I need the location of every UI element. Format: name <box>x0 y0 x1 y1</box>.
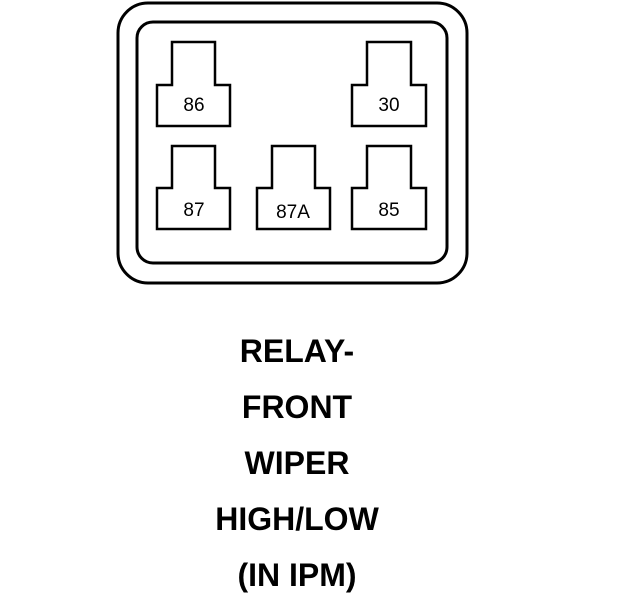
pin-87-terminal <box>155 144 232 231</box>
pin-87a-label: 87A <box>276 202 310 223</box>
pin-87a-terminal <box>255 144 332 231</box>
pin-87: 87 <box>155 144 232 231</box>
pin-85-terminal <box>350 144 428 231</box>
relay-housing-outer <box>116 1 469 285</box>
pin-85: 85 <box>350 144 428 231</box>
pin-87-label: 87 <box>183 200 204 221</box>
relay-housing-inner <box>135 20 449 265</box>
caption-line-4: HIGH/LOW <box>215 501 379 537</box>
pin-86: 86 <box>155 40 232 128</box>
caption-line-3: WIPER <box>245 445 350 481</box>
relay-caption: RELAY- FRONT WIPER HIGH/LOW (IN IPM) <box>215 333 379 593</box>
pin-87a: 87A <box>255 144 332 231</box>
pin-85-label: 85 <box>378 200 399 221</box>
pin-30: 30 <box>350 40 428 128</box>
pin-86-label: 86 <box>183 95 204 116</box>
caption-line-2: FRONT <box>242 389 353 425</box>
pin-30-label: 30 <box>378 95 399 116</box>
caption-line-1: RELAY- <box>240 333 354 369</box>
pin-30-terminal <box>350 40 428 128</box>
caption-line-5: (IN IPM) <box>237 557 356 593</box>
pin-86-terminal <box>155 40 232 128</box>
